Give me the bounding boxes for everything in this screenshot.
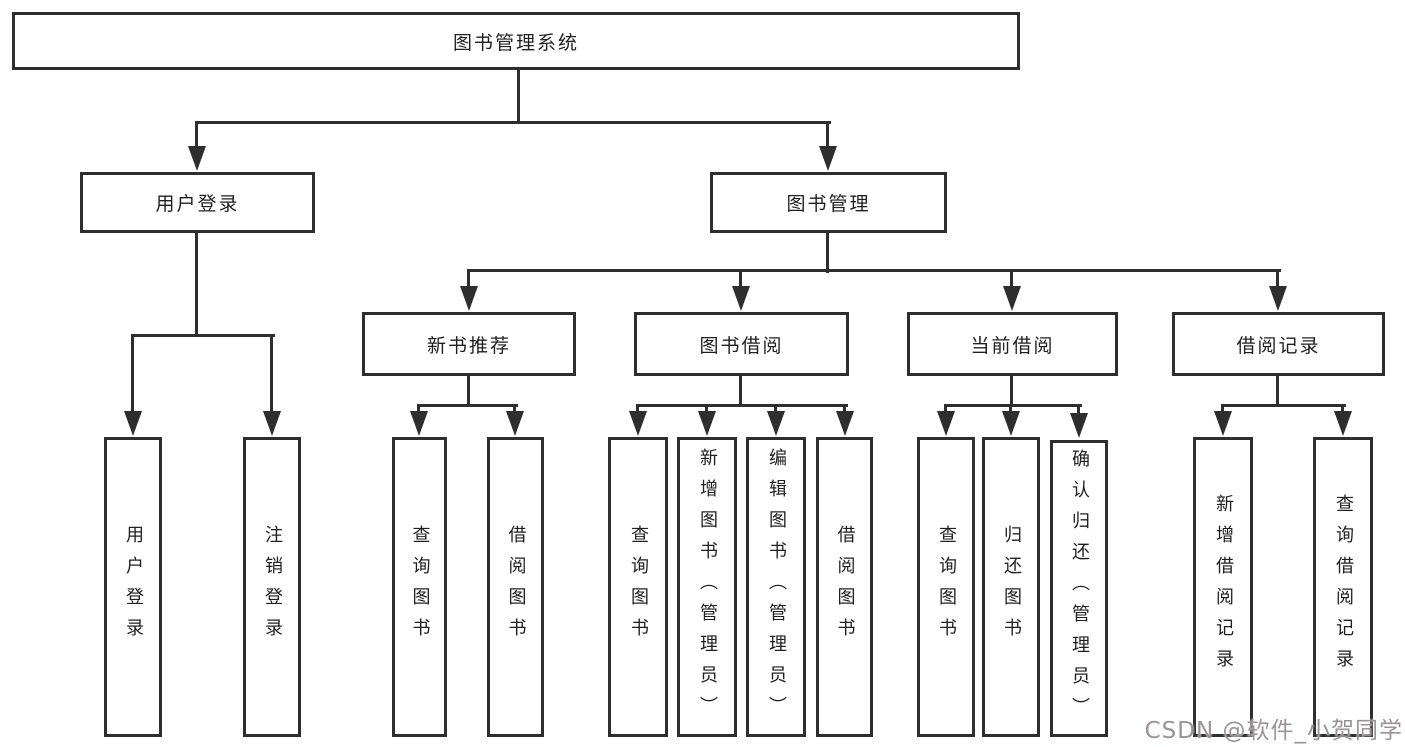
leaf-query-book-3: 查询图书 [917,437,975,737]
leaf-confirm-return-admin-label: 确认归还（管理员） [1069,449,1090,728]
leaf-query-book-2-label: 查询图书 [628,525,649,649]
node-current-borrow: 当前借阅 [907,312,1118,376]
leaf-edit-book-admin-label: 编辑图书（管理员） [766,447,787,727]
node-borrow-record: 借阅记录 [1172,312,1385,376]
edge-to-leaf-borrow-book-1 [513,404,516,416]
edge-to-leaf-return-book [1009,404,1012,416]
edge-to-borrow-record [1276,269,1279,289]
edge-to-leaf-logout [270,334,273,414]
edge-level3-rail [467,269,1281,272]
edge-current-borrow-rail [944,404,1082,407]
leaf-add-borrow-record-label: 新增借阅记录 [1213,494,1234,680]
edge-book-borrow-rail [636,404,848,407]
arrow-down-book-management [819,146,837,171]
arrow-down-leaf-query-book-3 [937,411,955,436]
edge-borrow-record-stem [1276,376,1279,407]
arrow-down-leaf-edit-book [767,411,785,436]
edge-to-leaf-query-book-3 [944,404,947,416]
arrow-down-leaf-borrow-book-1 [506,411,524,436]
csdn-watermark: CSDN @软件_小贺同学 [1144,718,1403,744]
leaf-add-borrow-record: 新增借阅记录 [1193,437,1253,737]
arrow-down-leaf-confirm-return [1070,413,1088,438]
edge-root-stem [517,70,520,124]
leaf-edit-book-admin: 编辑图书（管理员） [746,437,806,737]
node-user-login: 用户登录 [80,172,315,233]
edge-to-leaf-query-book-1 [417,404,420,416]
node-book-management-label: 图书管理 [786,193,871,215]
edge-current-borrow-stem [1010,376,1013,407]
leaf-add-book-admin: 新增图书（管理员） [677,437,737,737]
arrow-down-leaf-query-record [1334,411,1352,436]
arrow-down-leaf-add-record [1214,411,1232,436]
edge-new-book-stem [467,376,470,407]
arrow-down-borrow-record [1269,286,1287,311]
arrow-down-current-borrow [1003,286,1021,311]
edge-borrow-record-rail [1221,404,1346,407]
leaf-return-book-label: 归还图书 [1001,525,1022,649]
arrow-down-leaf-logout [263,411,281,436]
edge-user-login-stem [195,233,198,337]
leaf-query-book-3-label: 查询图书 [936,525,957,649]
node-root: 图书管理系统 [12,12,1020,70]
edge-book-borrow-stem [739,376,742,407]
arrow-down-leaf-add-book [698,411,716,436]
edge-to-leaf-query-book-2 [636,404,639,416]
edge-to-leaf-add-record [1221,404,1224,416]
node-book-borrow: 图书借阅 [634,312,849,376]
edge-user-login-rail [131,334,275,337]
edge-to-leaf-borrow-book-2 [843,404,846,416]
arrow-down-book-borrow [732,286,750,311]
node-user-login-label: 用户登录 [155,193,240,215]
leaf-query-book-2: 查询图书 [608,437,668,737]
node-book-management: 图书管理 [710,172,947,233]
leaf-add-book-admin-label: 新增图书（管理员） [697,447,718,727]
leaf-borrow-book-2: 借阅图书 [816,437,873,737]
arrow-down-leaf-user-login [124,411,142,436]
leaf-query-book-1-label: 查询图书 [409,525,431,649]
arrow-down-leaf-borrow-book-2 [836,411,854,436]
leaf-borrow-book-1-label: 借阅图书 [505,525,527,649]
leaf-logout-label: 注销登录 [262,525,283,649]
leaf-borrow-book-1: 借阅图书 [487,437,544,737]
edge-to-leaf-user-login [131,334,134,414]
node-root-label: 图书管理系统 [452,31,579,54]
leaf-return-book: 归还图书 [982,437,1040,737]
node-book-borrow-label: 图书借阅 [699,334,784,357]
arrow-down-leaf-query-book-2 [629,411,647,436]
leaf-user-login-label: 用户登录 [123,525,144,649]
edge-to-leaf-add-book [705,404,708,416]
edge-to-current-borrow [1010,269,1013,289]
edge-to-book-management [826,121,829,151]
leaf-query-borrow-record-label: 查询借阅记录 [1333,494,1354,680]
edge-book-management-stem [826,233,829,273]
node-new-book-recommend: 新书推荐 [362,312,576,376]
leaf-logout: 注销登录 [243,437,301,737]
arrow-down-leaf-return-book [1002,411,1020,436]
edge-to-book-borrow [739,269,742,289]
arrow-down-new-book-recommend [460,286,478,311]
arrow-down-user-login [188,146,206,171]
edge-to-leaf-confirm-return [1077,404,1080,416]
leaf-query-book-1: 查询图书 [392,437,447,737]
edge-to-new-book-recommend [467,269,470,289]
edge-to-leaf-query-record [1341,404,1344,416]
edge-to-user-login [195,121,198,151]
edge-level2-rail [195,121,831,124]
edge-to-leaf-edit-book [774,404,777,416]
leaf-query-borrow-record: 查询借阅记录 [1313,437,1373,737]
edge-new-book-rail [417,404,518,407]
leaf-borrow-book-2-label: 借阅图书 [834,525,856,649]
node-new-book-recommend-label: 新书推荐 [426,334,511,357]
node-current-borrow-label: 当前借阅 [970,334,1055,357]
node-borrow-record-label: 借阅记录 [1236,334,1321,357]
leaf-user-login: 用户登录 [104,437,162,737]
arrow-down-leaf-query-book-1 [410,411,428,436]
leaf-confirm-return-admin: 确认归还（管理员） [1050,440,1108,737]
